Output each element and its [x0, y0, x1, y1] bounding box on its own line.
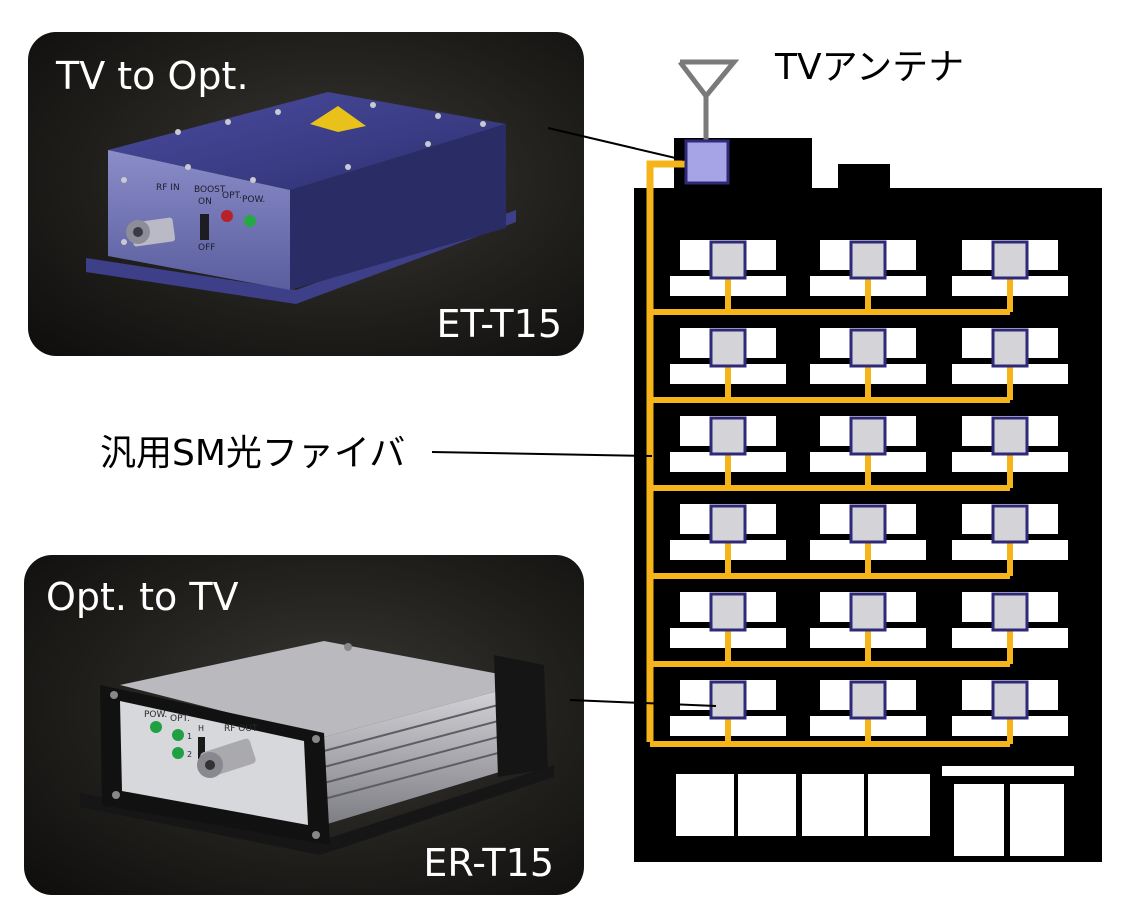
ground-floor — [676, 766, 1074, 856]
ground-window — [676, 774, 734, 836]
boost-on-label: ON — [198, 197, 212, 207]
onu-node — [991, 504, 1029, 544]
onu-node — [709, 504, 747, 544]
entrance-door-right — [1010, 784, 1064, 856]
rx-ch2-label: 2 — [187, 750, 192, 759]
transmitter-model: ET-T15 — [436, 302, 562, 346]
onu-node — [991, 328, 1029, 368]
onu-node — [849, 680, 887, 720]
rx-rf-out-label: RF OUT — [224, 724, 258, 734]
onu-node — [991, 680, 1029, 720]
antenna-converter-node — [684, 139, 730, 185]
transmitter-photo-panel: TV to Opt. ET-T15 — [28, 32, 584, 356]
receiver-title: Opt. to TV — [46, 575, 239, 619]
ground-window — [868, 774, 930, 836]
receiver-photo-panel: Opt. to TV ER-T15 — [24, 555, 584, 895]
onu-node — [991, 240, 1029, 280]
onu-node — [991, 592, 1029, 632]
transmitter-device-illustration: RF IN BOOST ON OFF OPT. POW. — [86, 92, 516, 304]
antenna-label: TVアンテナ — [775, 47, 965, 88]
onu-node — [709, 240, 747, 280]
ground-window — [738, 774, 796, 836]
entrance-canopy — [942, 766, 1074, 776]
boost-off-label: OFF — [198, 243, 215, 253]
rx-ch1-label: 1 — [187, 732, 192, 741]
pointer-fiber — [431, 451, 653, 457]
onu-node — [849, 328, 887, 368]
entrance-door-left — [954, 784, 1004, 856]
pointer-receiver — [569, 699, 717, 707]
onu-node — [709, 416, 747, 456]
opt-label: OPT. — [222, 191, 242, 201]
rx-h-label: H — [198, 724, 204, 733]
onu-node — [849, 592, 887, 632]
pointer-transmitter — [547, 127, 685, 161]
onu-node — [849, 504, 887, 544]
rf-in-label: RF IN — [156, 183, 180, 193]
pow-label: POW. — [242, 195, 265, 205]
antenna-icon — [678, 59, 740, 142]
rx-pow-label: POW. — [144, 710, 167, 720]
onu-node — [709, 328, 747, 368]
onu-node — [849, 240, 887, 280]
onu-node — [709, 680, 747, 720]
ground-window — [802, 774, 864, 836]
rx-opt-label: OPT. — [170, 714, 190, 724]
receiver-device-illustration: POW. OPT. 1 2 H RF OUT — [80, 641, 554, 855]
fiber-label: 汎用SM光ファイバ — [100, 433, 406, 474]
receiver-model: ER-T15 — [423, 841, 554, 885]
onu-node — [709, 592, 747, 632]
onu-node — [991, 416, 1029, 456]
onu-node — [849, 416, 887, 456]
boost-label: BOOST — [194, 185, 226, 195]
transmitter-title: TV to Opt. — [56, 54, 249, 98]
